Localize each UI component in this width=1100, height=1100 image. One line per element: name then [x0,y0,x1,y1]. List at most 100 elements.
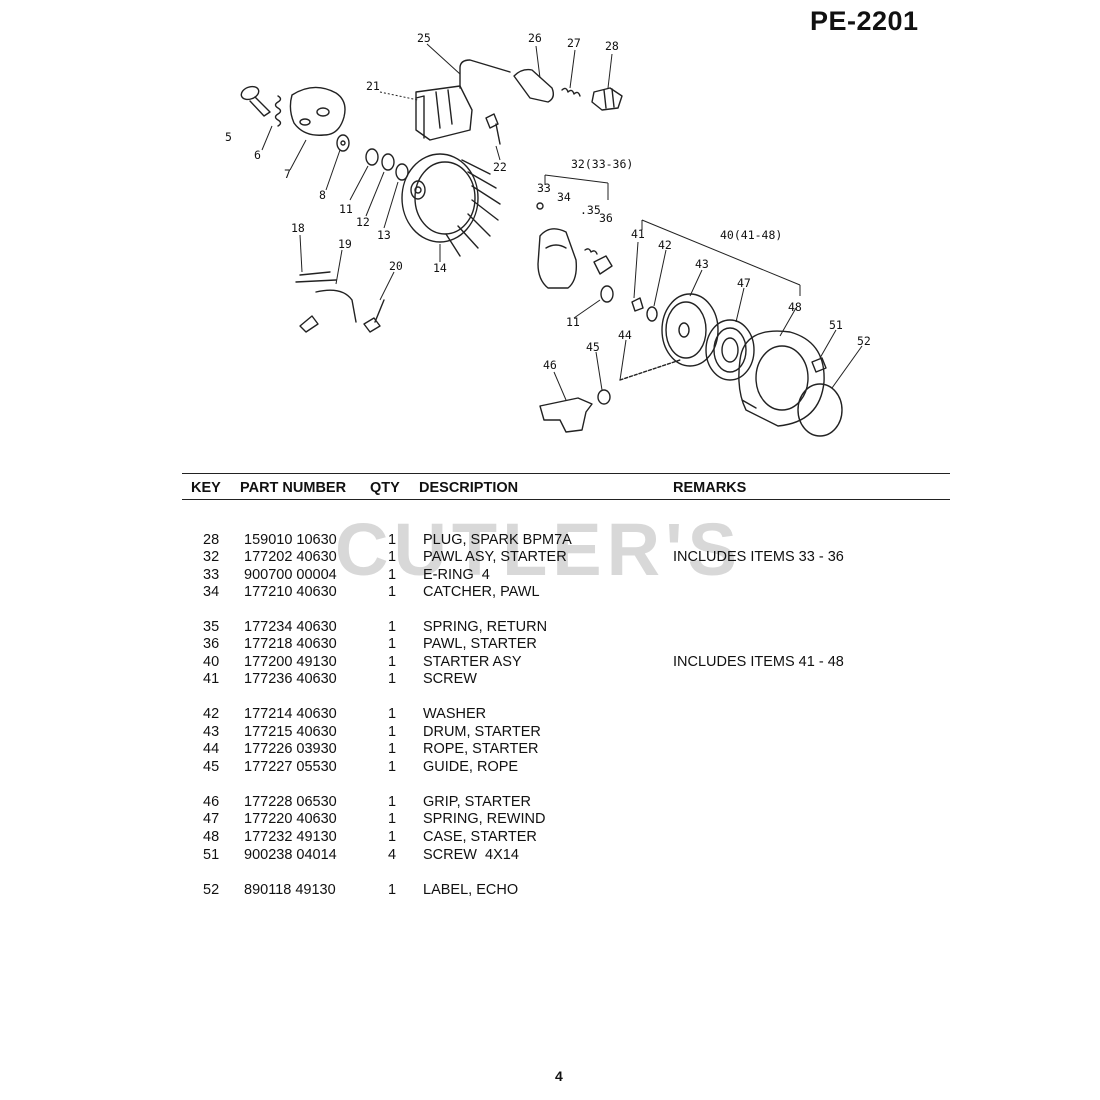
part-43-shape [661,293,719,367]
model-code: PE-2201 [810,6,919,36]
part-19-shape [299,289,357,333]
row-part-number: 900700 00004 [244,567,337,583]
row-qty: 1 [388,706,397,722]
row-description: CATCHER, PAWL [423,584,540,600]
row-key: 45 [203,759,220,775]
part-33-shape [536,202,544,210]
row-key: 51 [203,847,220,863]
row-part-number: 177220 40630 [244,811,337,827]
callout-21: 21 [366,79,380,93]
row-key: 33 [203,567,220,583]
callout-22: 22 [493,160,507,174]
callout-13: 13 [377,228,391,242]
row-description: E-RING 4 [423,567,490,583]
callout-35: .35 [580,203,601,217]
callout-11: 11 [339,202,353,216]
row-description: GRIP, STARTER [423,794,531,810]
row-key: 40 [203,654,220,670]
row-remarks: INCLUDES ITEMS 33 - 36 [673,549,844,565]
row-part-number: 177215 40630 [244,724,337,740]
row-description: ROPE, STARTER [423,741,539,757]
callout-40: 40(41-48) [720,228,782,242]
row-key: 28 [203,532,220,548]
header-description: DESCRIPTION [419,480,519,496]
part-21-shape [415,85,473,141]
row-description: SPRING, REWIND [423,811,546,827]
row-description: CASE, STARTER [423,829,537,845]
row-qty: 1 [388,794,397,810]
row-part-number: 177227 05530 [244,759,337,775]
callout-51: 51 [829,318,843,332]
header-qty: QTY [370,480,400,496]
row-qty: 1 [388,882,397,898]
row-qty: 1 [388,567,397,583]
row-key: 36 [203,636,220,652]
callout-20: 20 [389,259,403,273]
row-description: SCREW [423,671,477,687]
callout-41: 41 [631,227,645,241]
callout-26: 26 [528,31,542,45]
row-qty: 1 [388,829,397,845]
part-8-shape [336,134,350,152]
part-12-shape [381,153,395,171]
part-26-shape [513,68,555,103]
table-top-rule [182,473,950,474]
header-remarks: REMARKS [673,480,747,496]
callout-12: 12 [356,215,370,229]
row-part-number: 177202 40630 [244,549,337,565]
row-description: STARTER ASY [423,654,522,670]
part-41-shape [631,297,644,312]
callout-19: 19 [338,237,352,251]
callout-8: 8 [319,188,326,202]
callout-33: 33 [537,181,551,195]
exploded-parts-diagram: 25 26 27 28 21 5 6 7 8 11 12 13 14 22 18… [225,31,871,437]
part-11-shape [365,148,379,166]
row-description: PAWL, STARTER [423,636,537,652]
row-key: 35 [203,619,220,635]
row-description: PAWL ASY, STARTER [423,549,567,565]
row-description: WASHER [423,706,487,722]
part-51-shape [811,357,827,373]
row-key: 41 [203,671,220,687]
table-row: 33 900700 00004 1 E-RING 4 [0,566,1100,584]
row-description: PLUG, SPARK BPM7A [423,532,572,548]
row-key: 52 [203,882,220,898]
row-part-number: 177210 40630 [244,584,337,600]
callout-34: 34 [557,190,571,204]
row-qty: 1 [388,811,397,827]
row-key: 48 [203,829,220,845]
callout-42: 42 [658,238,672,252]
part-45-shape [597,389,611,405]
row-qty: 1 [388,671,397,687]
part-47-shape [705,319,755,381]
callout-7: 7 [284,167,291,181]
callout-45: 45 [586,340,600,354]
row-qty: 1 [388,532,397,548]
callout-5: 5 [225,130,232,144]
part-48-shape [738,330,825,427]
row-qty: 1 [388,636,397,652]
row-qty: 1 [388,619,397,635]
callout-48: 48 [788,300,802,314]
callout-46: 46 [543,358,557,372]
part-22-shape [485,113,501,145]
part-35-shape [584,248,598,255]
row-part-number: 177218 40630 [244,636,337,652]
row-qty: 1 [388,741,397,757]
part-44-shape [619,359,681,381]
row-remarks: INCLUDES ITEMS 41 - 48 [673,654,844,670]
header-key: KEY [191,480,221,496]
callout-18: 18 [291,221,305,235]
row-key: 32 [203,549,220,565]
callout-52: 52 [857,334,871,348]
part-52-shape [797,383,843,437]
